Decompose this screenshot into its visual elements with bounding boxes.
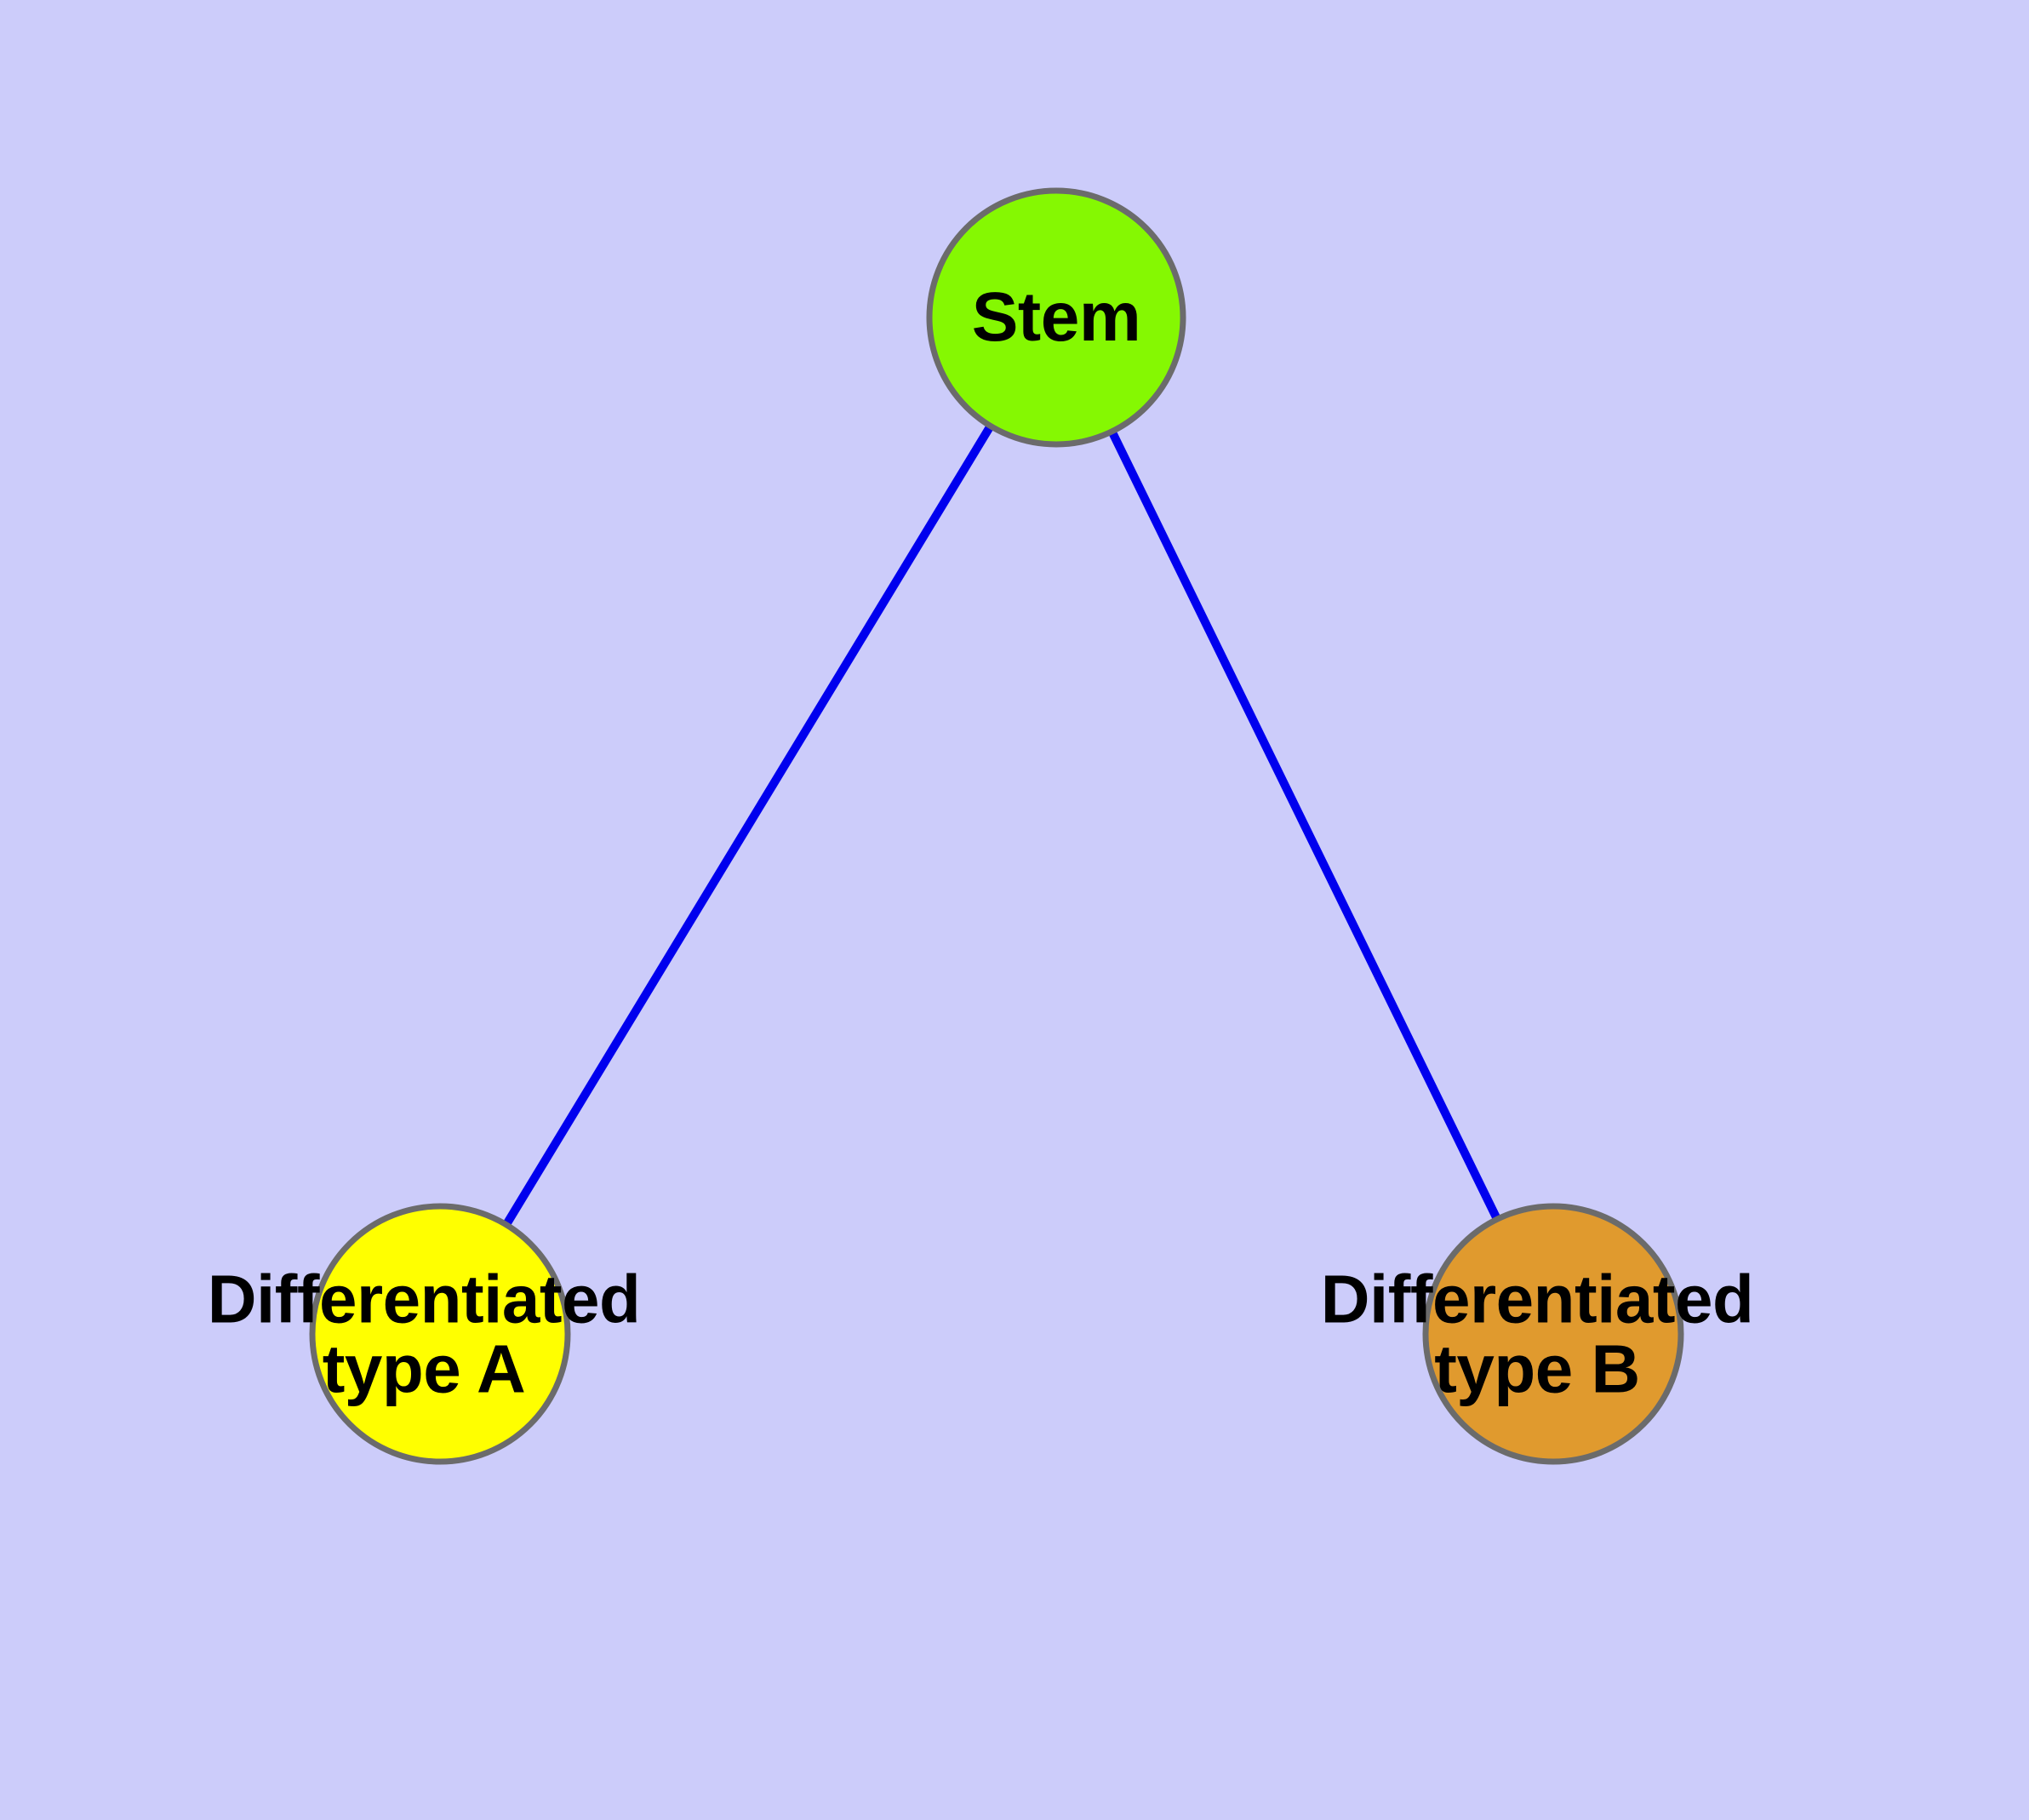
node-layer <box>309 187 1684 1465</box>
edge-stem-to-diff_a <box>500 421 997 1230</box>
node-circle-diff_a[interactable] <box>309 1203 571 1465</box>
node-circle-stem[interactable] <box>926 187 1186 448</box>
edge-layer <box>500 421 1503 1230</box>
node-stem[interactable] <box>929 191 1183 444</box>
node-circle-diff_b[interactable] <box>1422 1203 1684 1465</box>
node-differentiated-type-b[interactable] <box>1426 1206 1681 1462</box>
edge-stem-to-diff_b <box>1106 426 1503 1225</box>
node-differentiated-type-a[interactable] <box>312 1206 568 1462</box>
